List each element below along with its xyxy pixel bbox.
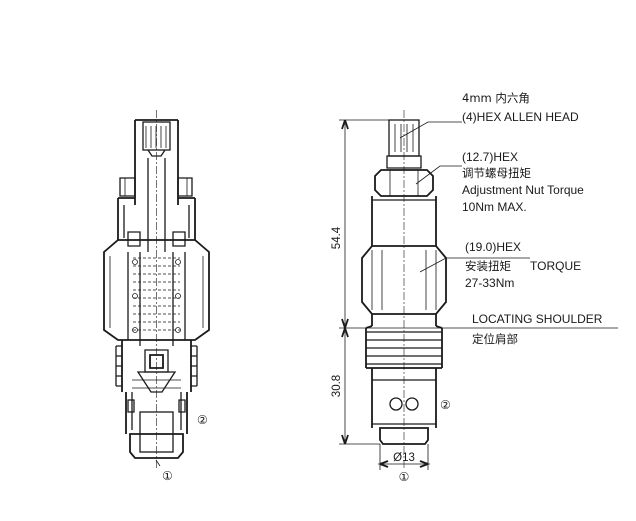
diameter-dimension: Ø13 <box>393 452 415 464</box>
locating-shoulder-label: LOCATING SHOULDER <box>472 312 603 326</box>
external-view <box>361 110 447 470</box>
sectional-view <box>103 110 210 470</box>
nut-torque-cn-label: 调节螺母扭矩 <box>462 166 531 180</box>
port2-label-right: ② <box>440 398 451 412</box>
body-torque-label: TORQUE <box>530 259 581 273</box>
hex-allen-label: (4)HEX ALLEN HEAD <box>462 110 579 124</box>
port1-label-right: ① <box>399 470 410 484</box>
lower-length-dimension: 30.8 <box>331 375 343 397</box>
body-torque-cn-label: 安装扭矩 <box>465 259 511 273</box>
locating-shoulder-cn-label: 定位肩部 <box>472 332 518 346</box>
port1-label-left: ① <box>162 469 173 483</box>
body-hex-label: (19.0)HEX <box>465 240 521 254</box>
nut-torque-label: Adjustment Nut Torque <box>462 183 584 197</box>
hex-allen-size-label: 4mm 内六角 <box>462 91 530 105</box>
body-torque-value: 27-33Nm <box>465 276 514 290</box>
dimension-lines <box>155 119 618 470</box>
nut-torque-value: 10Nm MAX. <box>462 200 527 214</box>
upper-length-dimension: 54.4 <box>331 226 343 249</box>
port2-label-left: ② <box>197 413 208 427</box>
nut-hex-label: (12.7)HEX <box>462 150 518 164</box>
